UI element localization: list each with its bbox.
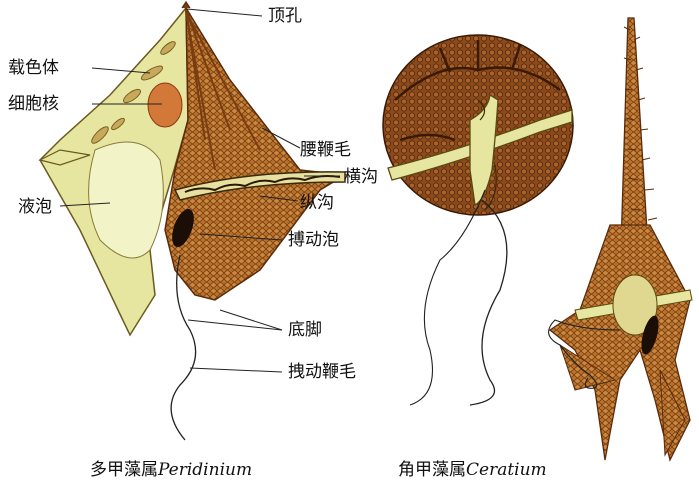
caption-ceratium-cn: 角甲藻属 <box>398 460 466 480</box>
ceratium-horned-cell <box>549 18 692 460</box>
label-girdle-flagellum: 腰鞭毛 <box>300 140 351 160</box>
caption-peridinium-cn: 多甲藻属 <box>90 460 158 480</box>
label-basal-foot: 底脚 <box>288 320 322 340</box>
ceratium-round-cell <box>383 35 573 405</box>
label-transverse-groove: 横沟 <box>344 167 378 187</box>
label-apical-pore: 顶孔 <box>268 6 302 26</box>
label-nucleus: 细胞核 <box>8 94 59 114</box>
caption-ceratium-latin: Ceratium <box>466 460 547 480</box>
label-pulsule: 搏动泡 <box>288 230 339 250</box>
caption-peridinium: 多甲藻属Peridinium <box>90 460 252 480</box>
caption-ceratium: 角甲藻属Ceratium <box>398 460 547 480</box>
caption-peridinium-latin: Peridinium <box>158 460 252 480</box>
label-longitudinal-groove: 纵沟 <box>300 193 334 213</box>
label-trailing-flagellum: 拽动鞭毛 <box>288 362 356 382</box>
label-vacuole: 液泡 <box>18 197 52 217</box>
label-chromatophore: 载色体 <box>8 58 59 78</box>
nucleus-shape <box>148 83 182 127</box>
